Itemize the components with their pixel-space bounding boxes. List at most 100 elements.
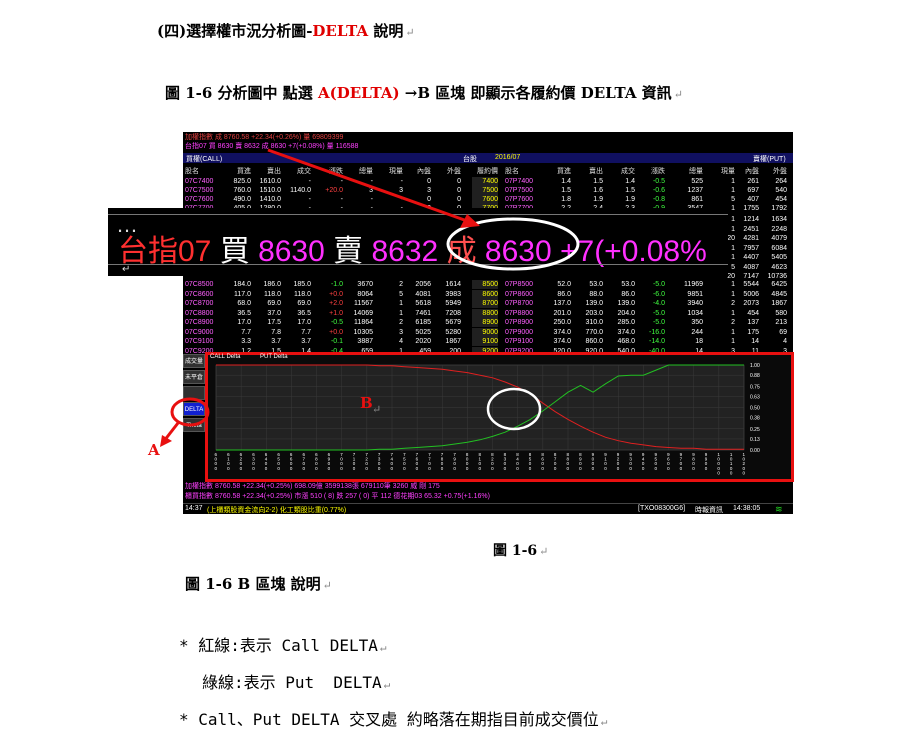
column-header: 股名 — [505, 168, 519, 175]
table-cell: - — [370, 178, 373, 185]
status-news: (上櫃類股資金流向2-2) 化工類股比重(0.77%) — [207, 507, 347, 514]
table-cell: 7208 — [445, 309, 461, 317]
table-cell: 3 — [731, 347, 735, 355]
table-cell: 07P7500 — [505, 187, 534, 194]
call-delta-line — [216, 364, 744, 450]
table-cell: 5544 — [743, 281, 759, 288]
side-button-delta[interactable]: DELTA — [183, 402, 205, 416]
market-label: 台股 — [463, 156, 477, 163]
table-cell: 3 — [783, 347, 787, 355]
table-cell: 1 — [731, 309, 735, 317]
table-cell: 264 — [775, 178, 787, 185]
table-cell: 11567 — [354, 300, 373, 307]
side-button-成交量[interactable]: 成交量 — [183, 354, 205, 368]
table-cell: 2 — [731, 300, 735, 307]
table-cell: 07P9200 — [505, 347, 534, 355]
table-cell: 4081 — [415, 290, 431, 298]
table-cell: 07P9000 — [505, 328, 534, 336]
table-cell: 3.7 — [301, 338, 311, 345]
table-cell: 07P8700 — [505, 300, 534, 307]
bullet-cross-point: * Call、Put DELTA 交叉處 約略落在期指目前成交價位↵ — [179, 710, 608, 729]
table-cell: 200 — [449, 347, 461, 355]
table-cell: +0.0 — [329, 328, 343, 336]
table-cell: 261 — [747, 178, 759, 185]
table-cell: 07P8600 — [505, 290, 534, 298]
table-cell: 7400 — [472, 177, 498, 186]
table-cell: 0 — [457, 187, 461, 194]
table-cell: 07C9100 — [185, 338, 214, 345]
column-header-row: 股名買進賣出成交漲跌總量現量內盤外盤履約價股名買進賣出成交漲跌總量現量內盤外盤 — [183, 167, 793, 176]
table-cell: 8700 — [472, 299, 498, 308]
column-header: 內盤 — [417, 168, 431, 175]
return-mark: ↵ — [122, 264, 131, 275]
table-cell: 3.7 — [271, 338, 281, 345]
table-cell: 17.0 — [237, 319, 251, 326]
table-cell: 1792 — [771, 205, 787, 212]
table-cell: 37.0 — [267, 309, 281, 317]
table-cell: -16.0 — [649, 328, 665, 336]
table-cell: 454 — [747, 309, 759, 317]
table-cell: 4281 — [743, 235, 759, 242]
table-cell: 07C7600 — [185, 196, 214, 203]
table-cell: 760.0 — [233, 187, 251, 194]
wifi-icon: ≋ — [775, 504, 783, 514]
table-cell: 7.7 — [301, 328, 311, 336]
table-cell: -14.0 — [649, 338, 665, 345]
table-cell: 374.0 — [617, 328, 635, 336]
side-button-未平倉[interactable]: 未平倉 — [183, 370, 205, 384]
table-cell: -4.0 — [652, 300, 665, 307]
table-cell: 7600 — [472, 195, 498, 204]
table-cell: 2 — [731, 319, 735, 326]
table-cell: 118.0 — [294, 290, 311, 298]
figure-caption: 圖 1-6↵ — [493, 543, 549, 559]
table-cell: 4079 — [771, 235, 787, 242]
column-header: 漲跌 — [329, 168, 343, 175]
table-cell: 1410.0 — [259, 196, 281, 203]
table-cell: 07P8800 — [505, 309, 534, 317]
table-cell: 1510.0 — [259, 187, 281, 194]
table-cell: +20.0 — [325, 187, 343, 194]
table-cell: 07C8600 — [185, 290, 214, 298]
table-cell: 14 — [695, 347, 703, 355]
table-cell: 1.5 — [625, 187, 635, 194]
table-cell: 175 — [747, 328, 759, 336]
table-cell: - — [400, 178, 403, 185]
table-cell: 07C9200 — [185, 347, 214, 355]
table-cell: 4407 — [743, 254, 759, 261]
table-cell: -0.4 — [330, 347, 343, 355]
table-cell: 459 — [419, 347, 431, 355]
y-tick-label: 0.50 — [750, 406, 760, 412]
table-cell: 540 — [775, 187, 787, 194]
table-cell: 07C7500 — [185, 187, 214, 194]
table-cell: 07C8800 — [185, 309, 214, 317]
table-cell: - — [340, 196, 343, 203]
table-cell: 244 — [691, 328, 703, 336]
table-cell: 5 — [731, 196, 735, 203]
table-cell: 697 — [747, 187, 759, 194]
table-cell: 374.0 — [553, 328, 571, 336]
table-cell: 8500 — [472, 280, 498, 289]
table-cell: -0.5 — [330, 319, 343, 326]
column-header: 外盤 — [773, 168, 787, 175]
table-cell: 1237 — [687, 187, 703, 194]
label-a-arrow-icon — [160, 397, 210, 447]
table-cell: 5 — [399, 290, 403, 298]
table-cell: 1214 — [743, 216, 759, 223]
put-header: 賣權(PUT) — [753, 156, 786, 163]
table-cell: 1.9 — [625, 196, 635, 203]
table-cell: 5949 — [445, 300, 461, 307]
bullet-red-line: * 紅線:表示 Call DELTA↵ — [179, 636, 387, 655]
label-a: A — [148, 441, 160, 459]
table-cell: 07C7400 — [185, 178, 214, 185]
table-cell: 201.0 — [553, 309, 571, 317]
